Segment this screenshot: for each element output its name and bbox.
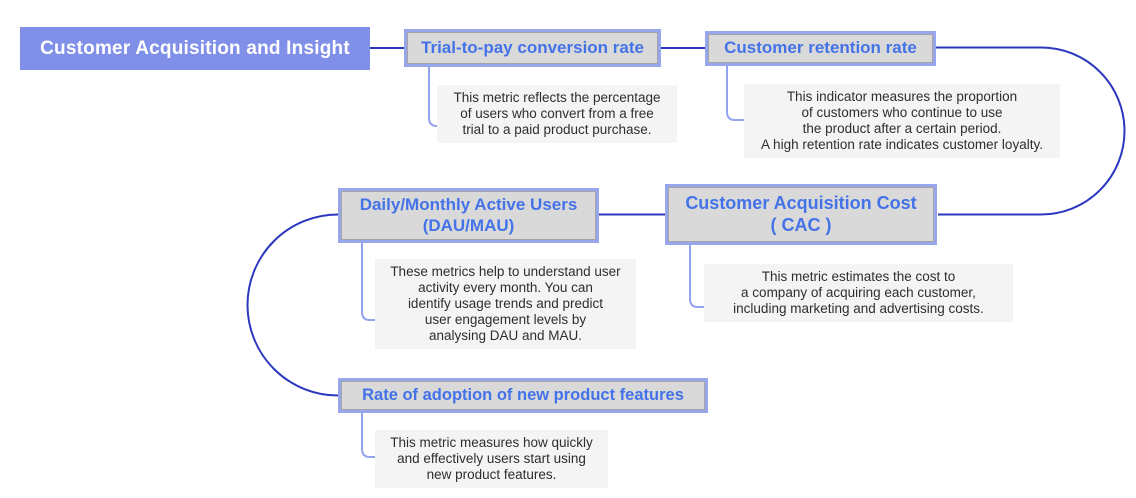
description-customer-acquisition-cost: This metric estimates the cost to a comp…: [704, 264, 1013, 322]
node-label: Customer retention rate: [724, 38, 917, 58]
connector-cac-to-description: [689, 243, 708, 308]
connector-retention-to-description: [726, 64, 747, 121]
node-customer-retention-rate[interactable]: Customer retention rate: [705, 31, 936, 66]
description-trial-to-pay-conversion-rate: This metric reflects the percentage of u…: [437, 85, 677, 143]
connector-trial-to-description: [428, 65, 448, 127]
node-trial-to-pay-conversion-rate[interactable]: Trial-to-pay conversion rate: [404, 29, 661, 67]
node-customer-acquisition-cost[interactable]: Customer Acquisition Cost ( CAC ): [665, 184, 937, 245]
node-label: Daily/Monthly Active Users (DAU/MAU): [359, 195, 578, 235]
description-customer-retention-rate: This indicator measures the proportion o…: [744, 84, 1060, 158]
node-label: Trial-to-pay conversion rate: [421, 37, 644, 57]
node-daily-monthly-active-users[interactable]: Daily/Monthly Active Users (DAU/MAU): [338, 188, 599, 243]
node-label: Rate of adoption of new product features: [362, 385, 684, 404]
connector-retention-to-cac-curve: [936, 46, 1126, 216]
root-node-label: Customer Acquisition and Insight: [40, 37, 350, 59]
description-daily-monthly-active-users: These metrics help to understand user ac…: [375, 259, 636, 349]
connector-adoption-to-description: [361, 411, 378, 458]
root-node-customer-acquisition-and-insight[interactable]: Customer Acquisition and Insight: [20, 27, 370, 70]
node-label: Customer Acquisition Cost ( CAC ): [685, 193, 917, 235]
node-rate-of-adoption-of-new-product-features[interactable]: Rate of adoption of new product features: [338, 378, 708, 413]
description-rate-of-adoption-of-new-product-features: This metric measures how quickly and eff…: [375, 430, 608, 488]
connector-dau-to-adoption-curve: [246, 213, 339, 397]
connector-dau-to-description: [361, 241, 380, 321]
